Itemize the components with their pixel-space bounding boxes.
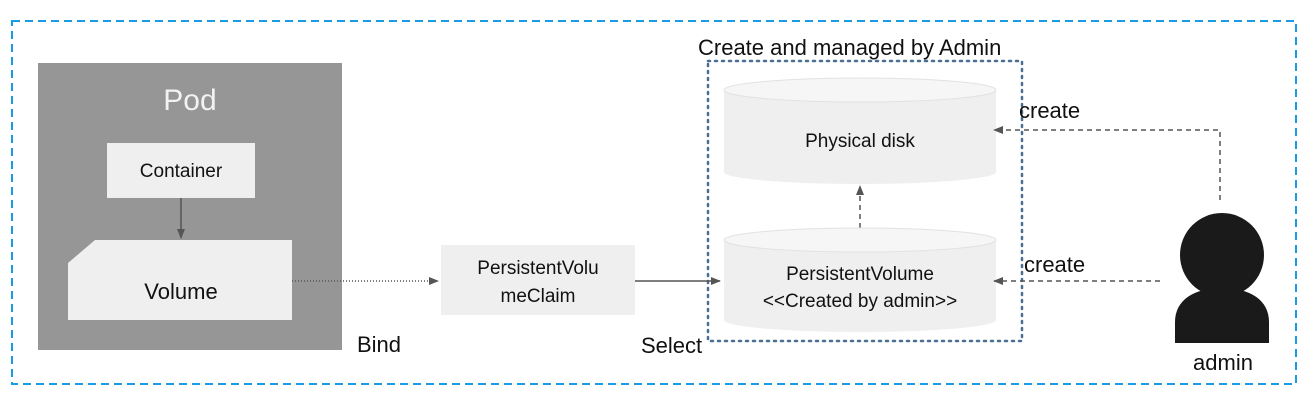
container-label: Container <box>140 161 223 182</box>
person-body <box>1175 288 1269 343</box>
admin-area-title: Create and managed by Admin <box>698 35 1001 60</box>
physical-disk-top <box>723 77 997 103</box>
pv-label-line1: PersistentVolume <box>786 264 934 285</box>
admin-managed-area <box>706 59 1024 343</box>
volume-box <box>68 240 292 320</box>
create-pv-label: create <box>1024 252 1085 277</box>
pod: Pod Container Volume <box>38 63 342 350</box>
container-box <box>107 143 255 198</box>
person-icon <box>1175 213 1269 343</box>
bind-label: Bind <box>357 332 401 357</box>
pod-title: Pod <box>163 84 216 117</box>
persistent-volume: PersistentVolume <<Created by admin>> <box>723 227 997 332</box>
outer-frame <box>11 20 1297 385</box>
select-label: Select <box>641 333 702 358</box>
person-head <box>1180 213 1264 297</box>
admin-label: admin <box>1193 350 1253 375</box>
admin-to-disk-arrow <box>993 126 1221 200</box>
physical-disk: Physical disk <box>723 77 997 184</box>
pvc-box <box>441 245 635 315</box>
physical-disk-label: Physical disk <box>805 131 915 152</box>
pvc-label-line1: PersistentVolu <box>477 258 598 279</box>
pv-body <box>724 240 996 332</box>
pv-top <box>723 227 997 253</box>
pvc: PersistentVolu meClaim <box>441 245 635 315</box>
volume-label: Volume <box>144 279 217 304</box>
physical-disk-body <box>724 90 996 184</box>
pvc-label-line2: meClaim <box>501 286 576 307</box>
pv-label-line2: <<Created by admin>> <box>763 291 957 312</box>
create-disk-label: create <box>1019 98 1080 123</box>
